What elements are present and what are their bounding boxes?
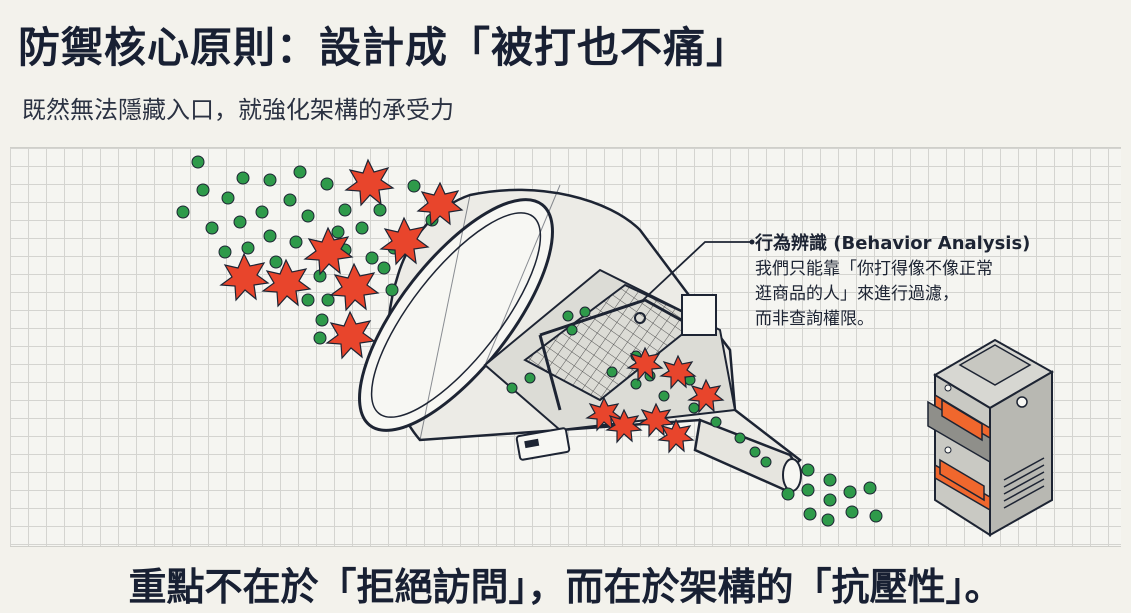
callout-leader-line — [642, 241, 752, 301]
good-request-dot-icon — [263, 173, 277, 187]
malicious-request-burst-icon — [219, 252, 270, 302]
malicious-request-burst-icon — [585, 396, 623, 432]
malicious-request-burst-icon — [416, 181, 464, 227]
malicious-request-burst-icon — [325, 310, 376, 360]
good-request-dot-icon — [205, 221, 219, 235]
server-block-icon — [927, 338, 1055, 537]
good-request-dot-icon — [218, 245, 232, 259]
malicious-request-burst-icon — [659, 354, 697, 390]
good-request-dot-icon — [355, 221, 369, 235]
good-request-dot-icon — [263, 229, 277, 243]
good-request-dot-icon — [385, 283, 399, 297]
good-request-dot-icon — [255, 205, 269, 219]
callout-body: 我們只能靠「你打得像不像正常 逛商品的人」來進行過濾， 而非查詢權限。 — [755, 257, 1075, 332]
funnel-filter-icon — [358, 184, 802, 492]
good-request-dot-icon — [241, 241, 255, 255]
good-request-dot-icon — [301, 209, 315, 223]
clean-output-traffic — [781, 463, 883, 527]
good-request-dot-icon — [331, 225, 345, 239]
page-subtitle: 既然無法隱藏入口，就強化架構的承受力 — [22, 96, 454, 124]
footer-conclusion: 重點不在於「拒絕訪問」，而在於架構的「抗壓性」。 — [128, 565, 1003, 609]
good-request-dot-icon — [293, 165, 307, 179]
good-request-dot-icon — [373, 203, 387, 217]
malicious-request-burst-icon — [637, 402, 675, 438]
good-request-dot-icon — [313, 331, 327, 345]
good-request-dot-icon — [283, 193, 297, 207]
malicious-request-burst-icon — [626, 346, 664, 382]
callout-line: 而非查詢權限。 — [755, 309, 874, 329]
malicious-request-burst-icon — [687, 378, 725, 414]
good-request-dot-icon — [221, 191, 235, 205]
malicious-request-burst-icon — [657, 418, 695, 454]
malicious-request-burst-icon — [379, 216, 430, 266]
good-request-dot-icon — [191, 155, 205, 169]
malicious-request-burst-icon — [605, 408, 643, 444]
malicious-request-burst-icon — [261, 258, 312, 308]
good-request-dot-icon — [176, 205, 190, 219]
good-request-dot-icon — [315, 313, 329, 327]
good-request-dot-icon — [320, 177, 334, 191]
good-request-dot-icon — [289, 235, 303, 249]
good-request-dot-icon — [233, 215, 247, 229]
good-request-dot-icon — [196, 183, 210, 197]
behavior-analysis-callout: 行為辨識 (Behavior Analysis) 我們只能靠「你打得像不像正常 … — [755, 229, 1075, 332]
malicious-request-burst-icon — [303, 226, 354, 276]
good-request-dot-icon — [236, 171, 250, 185]
good-request-dot-icon — [365, 251, 379, 265]
malicious-request-burst-icon — [329, 262, 380, 312]
callout-line: 逛商品的人」來進行過濾， — [755, 284, 959, 304]
good-request-dot-icon — [407, 179, 421, 193]
callout-line: 我們只能靠「你打得像不像正常 — [755, 259, 993, 279]
good-request-dot-icon — [301, 293, 315, 307]
good-request-dot-icon — [269, 255, 283, 269]
malicious-request-burst-icon — [344, 158, 395, 207]
good-request-dot-icon — [377, 261, 391, 275]
good-request-dot-icon — [338, 203, 352, 217]
good-request-dot-icon — [321, 293, 335, 307]
page-title: 防禦核心原則：設計成「被打也不痛」 — [18, 23, 750, 72]
callout-title: 行為辨識 (Behavior Analysis) — [755, 233, 1031, 254]
malicious-traffic — [219, 158, 725, 454]
